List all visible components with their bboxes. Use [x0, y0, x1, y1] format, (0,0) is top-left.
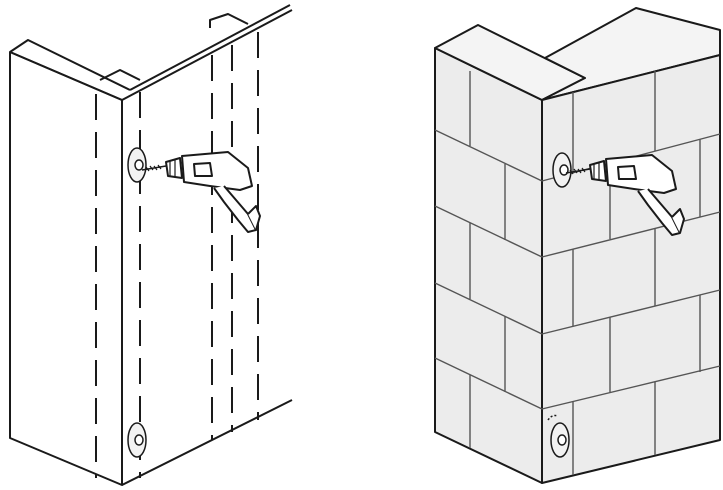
drywall-top-edge-right-back — [129, 4, 291, 91]
stud-lines — [95, 32, 259, 478]
brick-right-face — [541, 54, 721, 484]
drywall-top-inner-line — [9, 51, 123, 101]
stud-cap-right — [209, 13, 249, 28]
brick-anchor-bottom — [547, 414, 570, 458]
drywall-left-face — [9, 51, 123, 486]
drywall-top-edge-left — [9, 39, 131, 91]
drywall-panel — [9, 4, 293, 486]
brick-mortar-lines — [434, 71, 721, 475]
drywall-anchor-bottom — [127, 422, 147, 458]
brick-panel — [434, 7, 721, 484]
brick-anchor-top — [552, 152, 572, 188]
brick-left-face — [434, 47, 543, 484]
stud-cap-left — [99, 69, 141, 81]
drywall-top-edge-right — [121, 9, 293, 101]
drywall-anchor-top — [127, 147, 147, 183]
drill-icon — [565, 154, 685, 236]
drywall-bottom-edge — [121, 399, 293, 486]
drill-icon — [141, 151, 261, 233]
